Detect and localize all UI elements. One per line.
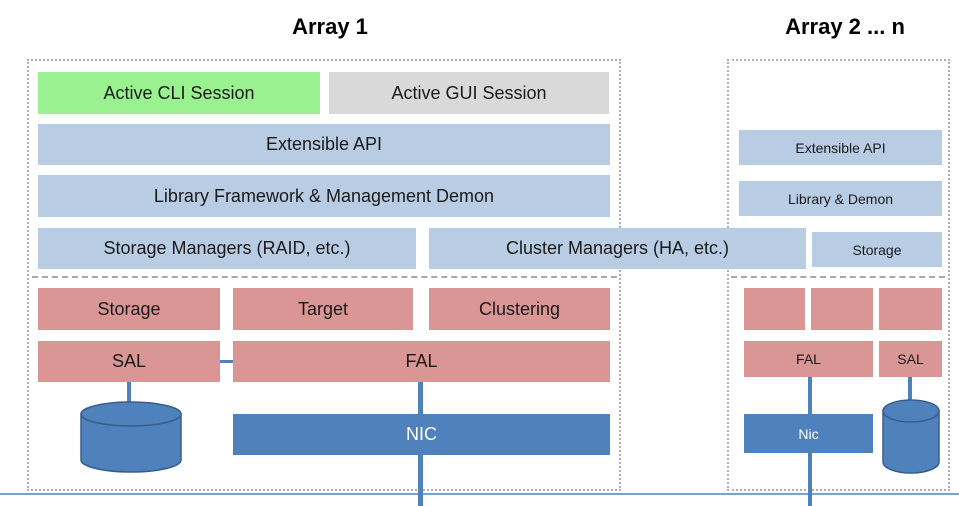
sal-block: SAL [38,341,220,382]
cluster-managers: Cluster Managers (HA, etc.) [429,228,806,269]
nic-block: NIC [233,414,610,455]
a2-extensible-api: Extensible API [739,130,942,165]
a2-storage-disk-icon [882,399,940,474]
storage-disk-icon [80,401,182,473]
array2-frame [727,59,950,491]
array1-layer-divider [32,276,617,278]
target-module: Target [233,288,413,330]
sal-disk-connector [127,382,131,408]
network-line [0,493,959,495]
clustering-module: Clustering [429,288,610,330]
active-gui-session: Active GUI Session [329,72,609,114]
library-framework-management-demon: Library Framework & Management Demon [38,175,610,217]
array2-layer-divider [731,276,945,278]
extensible-api: Extensible API [38,124,610,165]
a2-sal-block: SAL [879,341,942,377]
a2-nic-block: Nic [744,414,873,453]
sal-fal-connector [220,360,234,363]
nic-network-connector [418,455,423,506]
a2-sal-disk-connector [908,377,912,405]
storage-managers: Storage Managers (RAID, etc.) [38,228,416,269]
fal-block: FAL [233,341,610,382]
a2-storage-manager: Storage [812,232,942,267]
array1-frame [27,59,621,491]
a2-module-3 [879,288,942,330]
a2-library-demon: Library & Demon [739,181,942,216]
a2-fal-nic-connector [808,377,812,414]
a2-module-2 [811,288,873,330]
array2-title: Array 2 ... n [785,14,905,39]
fal-nic-connector [418,382,423,414]
a2-nic-network-connector [808,453,812,506]
storage-module: Storage [38,288,220,330]
array1-title: Array 1 [292,14,368,39]
a2-module-1 [744,288,805,330]
active-cli-session: Active CLI Session [38,72,320,114]
a2-fal-block: FAL [744,341,873,377]
